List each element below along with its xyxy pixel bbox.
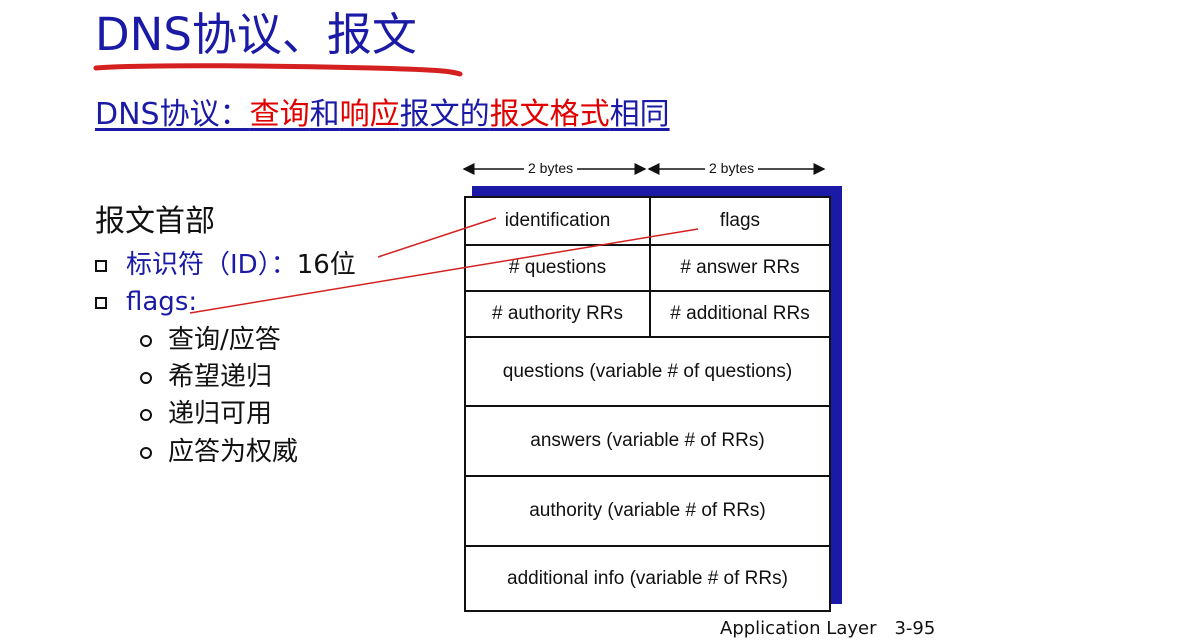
byte-arrows [462, 163, 826, 175]
bytes-label-right: 2 bytes [705, 160, 759, 176]
footer-course: Application Layer [720, 618, 877, 639]
field-authority-rrs: # authority RRs [492, 303, 623, 324]
subtitle-part-format: 报文格式 [489, 97, 610, 132]
square-bullet-icon [95, 260, 107, 272]
id-value: 16位 [296, 250, 356, 280]
field-questions-count: # questions [508, 257, 607, 278]
row-divider [466, 475, 829, 477]
flags-item-text: 希望递归 [168, 362, 273, 392]
flags-item: 查询/应答 [140, 327, 281, 353]
dns-message-format-table: identification flags # questions # answe… [464, 196, 831, 612]
slide-footer: Application Layer 3-95 [720, 618, 935, 639]
circle-bullet-icon [140, 335, 152, 347]
circle-bullet-icon [140, 409, 152, 421]
subtitle-part-and: 和 [309, 97, 340, 132]
flags-item: 希望递归 [140, 364, 272, 390]
bytes-label-left: 2 bytes [524, 160, 578, 176]
section-additional-info: additional info (variable # of RRs) [507, 567, 788, 589]
field-additional-rrs: # additional RRs [670, 303, 810, 324]
row-divider [466, 336, 829, 338]
field-flags: flags [719, 210, 761, 231]
square-bullet-icon [95, 297, 107, 309]
subtitle-part-response: 响应 [339, 97, 400, 132]
flags-item: 应答为权威 [140, 439, 298, 465]
circle-bullet-icon [140, 372, 152, 384]
subtitle-part-query: 查询 [249, 97, 310, 132]
row-divider [466, 405, 829, 407]
message-header-heading: 报文首部 [95, 204, 215, 239]
bullet-id: 标识符（ID）：16位 [95, 252, 356, 278]
section-answers: answers (variable # of RRs) [530, 430, 765, 451]
flags-item-text: 应答为权威 [168, 437, 299, 467]
section-authority: authority (variable # of RRs) [529, 500, 766, 521]
flags-item: 递归可用 [140, 401, 272, 427]
slide-subtitle: DNS协议：查询和响应报文的报文格式相同 [95, 100, 670, 130]
circle-bullet-icon [140, 447, 152, 459]
subtitle-part-protocol: DNS协议： [95, 97, 250, 132]
slide-title: DNS协议、报文 [95, 8, 417, 61]
title-red-underline [93, 63, 463, 77]
row-divider [466, 545, 829, 547]
flags-item-text: 递归可用 [168, 399, 273, 429]
subtitle-part-same: 相同 [609, 97, 670, 132]
bytes-width-indicator: 2 bytes 2 bytes [462, 158, 834, 180]
field-answer-rrs: # answer RRs [680, 257, 800, 278]
bullet-flags: flags: [95, 289, 197, 315]
subtitle-part-messages: 报文的 [399, 97, 490, 132]
id-label: 标识符（ID）： [126, 250, 297, 280]
section-questions: questions (variable # of questions) [502, 360, 793, 382]
footer-page-number: 3-95 [894, 618, 936, 639]
field-identification: identification [504, 210, 611, 231]
flags-label: flags: [126, 287, 198, 317]
flags-item-text: 查询/应答 [168, 325, 281, 355]
